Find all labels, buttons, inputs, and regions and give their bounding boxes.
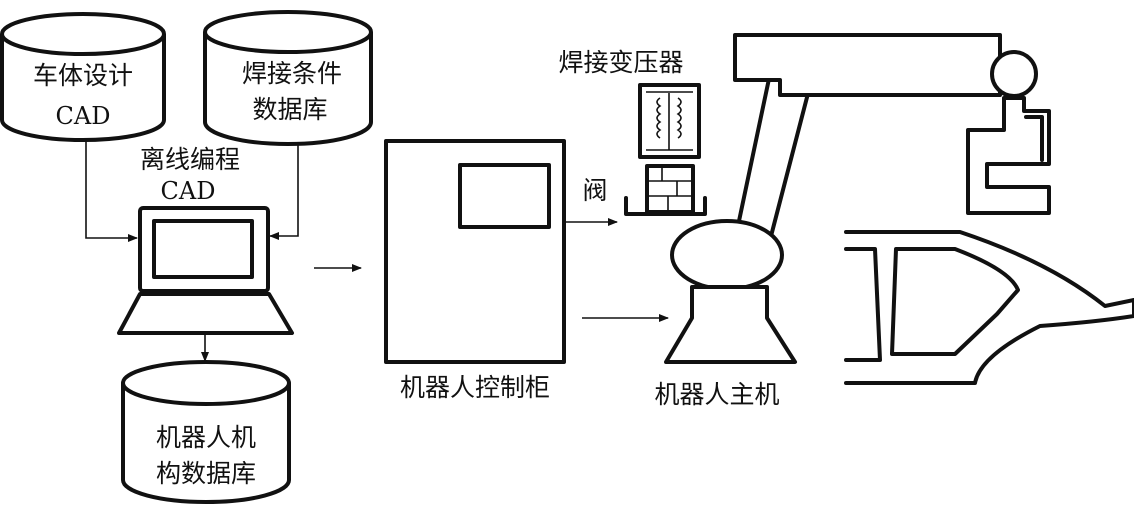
computer-workstation-icon — [117, 206, 294, 335]
robot-mechanism-label: 机器人机 — [156, 423, 256, 452]
mechanism-database-label: 构数据库 — [156, 459, 256, 488]
robot-main-unit: 机器人主机 — [654, 33, 1051, 409]
weld-transformer-icon — [638, 83, 701, 159]
weld-conditions-database: 焊接条件 数据库 — [203, 10, 373, 146]
car-design-label: 车体设计 — [33, 61, 133, 90]
arrow-car-design-to-computer — [85, 141, 138, 242]
robot-mechanism-database: 机器人机 构数据库 — [121, 360, 291, 504]
robot-main-label: 机器人主机 — [654, 380, 779, 409]
car-design-cad-database: 车体设计 CAD — [0, 12, 166, 142]
offline-programming-cad-label: CAD — [161, 177, 216, 205]
offline-programming-label: 离线编程 — [140, 145, 240, 174]
robot-controller-label: 机器人控制柜 — [400, 373, 550, 402]
valve-block-icon — [624, 164, 707, 216]
robot-control-cabinet: 机器人控制柜 — [384, 139, 566, 402]
weld-transformer-label: 焊接变压器 — [558, 48, 683, 77]
weld-database-label: 数据库 — [252, 95, 327, 124]
car-design-cad-label: CAD — [56, 102, 111, 130]
weld-conditions-label: 焊接条件 — [242, 59, 342, 88]
car-body-outline — [844, 230, 1134, 385]
arrow-weld-conditions-to-computer — [269, 145, 299, 240]
valve-label: 阀 — [582, 176, 607, 205]
